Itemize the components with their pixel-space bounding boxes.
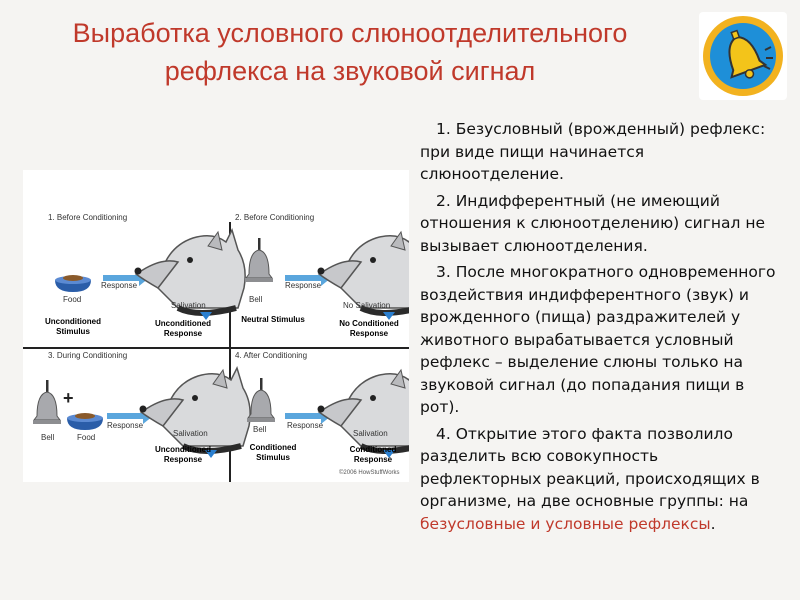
point-4-text: 4. Открытие этого факта позволило раздел… — [420, 424, 760, 511]
panel-1-heading: 1. Before Conditioning — [48, 213, 127, 222]
panel-3-left-label-2: Food — [77, 433, 95, 442]
panel-1-arrow-label: Response — [101, 281, 138, 290]
conditioning-figure: 1. Before Conditioning Food Response Sal… — [23, 170, 409, 482]
panel-4-left-label: Bell — [253, 425, 267, 434]
highlight-reflexes: безусловные и условные рефлексы — [420, 514, 711, 533]
panel-2: 2. Before Conditioning Bell Response No … — [235, 213, 409, 338]
panel-2-heading: 2. Before Conditioning — [235, 213, 314, 222]
panel-4-right-label: Salivation — [353, 429, 388, 438]
panel-4-arrow-label: Response — [287, 421, 324, 430]
panel-1-bottom-right-2: Response — [164, 329, 203, 338]
slide-title-line-1: Выработка условного слюноотделительного — [72, 18, 628, 48]
panel-3: 3. During Conditioning + Bell Food Respo… — [32, 351, 250, 464]
bell-badge-icon — [699, 12, 787, 100]
panel-3-right-label: Salivation — [173, 429, 208, 438]
panel-1-left-label: Food — [63, 295, 81, 304]
point-1: 1. Безусловный (врожденный) рефлекс: при… — [420, 120, 766, 183]
panel-1-bottom-left-1: Unconditioned — [45, 317, 101, 326]
slide-title: Выработка условного слюноотделительного … — [20, 14, 680, 90]
panel-3-heading: 3. During Conditioning — [48, 351, 127, 360]
panel-2-bottom-right-2: Response — [350, 329, 389, 338]
panel-3-bottom-right-1: Unconditioned — [155, 445, 211, 454]
panel-3-left-label: Bell — [41, 433, 55, 442]
panel-2-left-label: Bell — [249, 295, 263, 304]
panel-2-arrow-label: Response — [285, 281, 322, 290]
slide-title-line-2: рефлекса на звуковой сигнал — [164, 56, 536, 86]
panel-4-bottom-left-1: Conditioned — [250, 443, 297, 452]
panel-4-heading: 4. After Conditioning — [235, 351, 307, 360]
panel-3-plus: + — [63, 388, 74, 408]
panel-4-bottom-right-1: Conditioned — [350, 445, 397, 454]
panel-2-right-label: No Salivation — [343, 301, 390, 310]
panel-1-bottom-right-1: Unconditioned — [155, 319, 211, 328]
panel-4-bottom-right-2: Response — [354, 455, 393, 464]
copyright-label: ©2006 HowStuffWorks — [339, 469, 400, 476]
panel-3-arrow-label: Response — [107, 421, 144, 430]
panel-2-bottom-right-1: No Conditioned — [339, 319, 399, 328]
panel-1-right-label: Salivation — [171, 301, 206, 310]
panel-4: 4. After Conditioning Bell Response Sali… — [235, 351, 409, 476]
point-2: 2. Индифферентный (не имеющий отношения … — [420, 191, 766, 255]
point-3: 3. После многократного одновременного во… — [420, 263, 776, 416]
panel-4-bottom-left-2: Stimulus — [256, 453, 290, 462]
point-4: 4. Открытие этого факта позволило раздел… — [420, 423, 780, 536]
panel-1-bottom-left-2: Stimulus — [56, 327, 90, 336]
panel-2-bottom-left-1: Neutral Stimulus — [241, 315, 305, 324]
panel-3-bottom-right-2: Response — [164, 455, 203, 464]
point-4-end: . — [710, 514, 716, 533]
panel-1: 1. Before Conditioning Food Response Sal… — [45, 213, 245, 338]
explanation-text: 1. Безусловный (врожденный) рефлекс: при… — [420, 118, 780, 539]
